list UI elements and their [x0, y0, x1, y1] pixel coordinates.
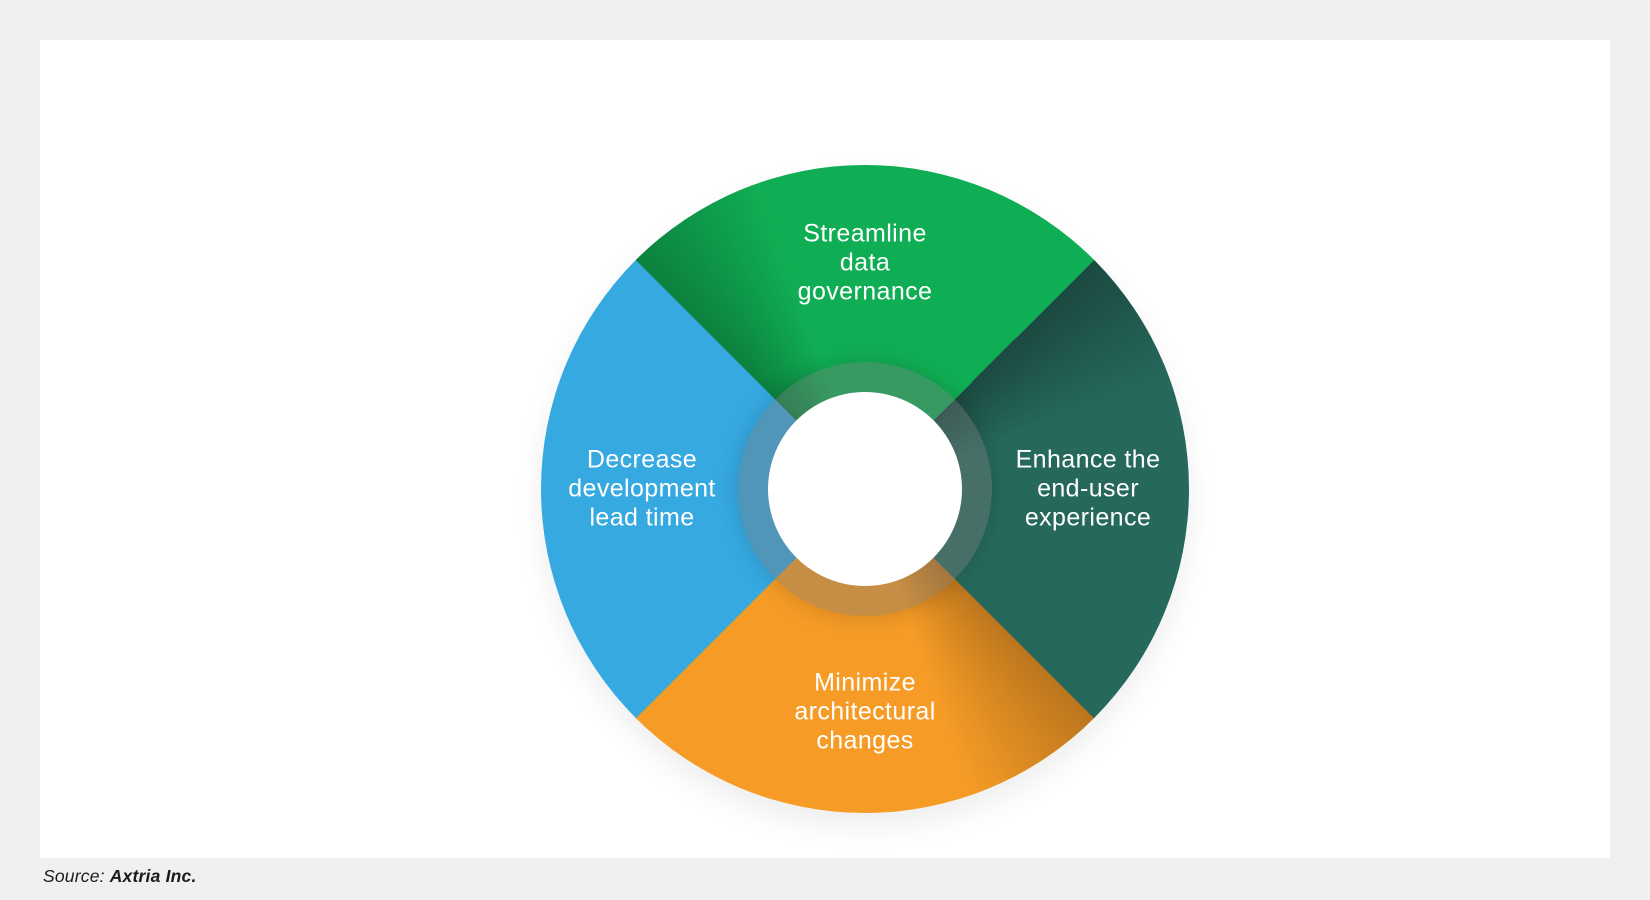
segment-label-enhance-end-user-experience: Enhance the end-user experience — [1015, 445, 1161, 532]
segment-label-streamline-data-governance: Streamline data governance — [797, 219, 933, 306]
source-name-label: Axtria Inc. — [109, 866, 197, 886]
cycle-diagram: Streamline data governance Enhance the e… — [541, 165, 1189, 813]
center-circle — [768, 392, 962, 586]
source-prefix-label: Source: — [43, 866, 105, 886]
source-attribution: Source:Axtria Inc. — [43, 866, 197, 887]
segment-label-decrease-development-lead-time: Decrease development lead time — [568, 445, 716, 532]
content-card: Streamline data governance Enhance the e… — [40, 40, 1610, 858]
segment-label-minimize-architectural-changes: Minimize architectural changes — [794, 668, 936, 755]
